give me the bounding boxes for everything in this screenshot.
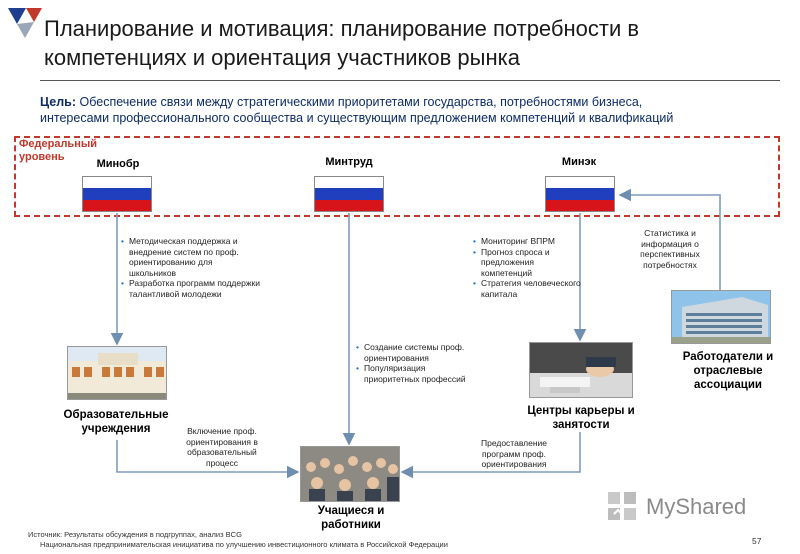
logo-icon bbox=[6, 4, 44, 40]
brand-name: MyShared bbox=[646, 494, 747, 519]
minek-bullet-list: Мониторинг ВПРМ Прогноз спроса и предлож… bbox=[473, 236, 583, 299]
goal-text-1: Обеспечение связи между стратегическими … bbox=[76, 95, 643, 109]
education-label: Образовательные учреждения bbox=[63, 409, 169, 435]
footer-source: Источник: Результаты обсуждения в подгру… bbox=[28, 530, 242, 539]
federal-level-label: Федеральный уровень bbox=[19, 138, 97, 163]
title-line-1: Планирование и мотивация: планирование п… bbox=[44, 16, 640, 41]
students-label: Учащиеся и работники bbox=[317, 505, 385, 531]
goal-statement: Цель: Обеспечение связи между стратегиче… bbox=[40, 94, 785, 126]
myshared-brand: MyShared bbox=[606, 490, 766, 526]
list-item: Создание системы проф. ориентирования bbox=[356, 342, 466, 363]
inclusion-note: Включение проф. ориентирования в образов… bbox=[186, 426, 258, 468]
russia-flag-icon bbox=[82, 176, 152, 212]
ministry-minek-label: Минэк bbox=[561, 156, 597, 168]
statistics-note: Статистика и информация о перспективных … bbox=[640, 228, 700, 270]
list-item: Мониторинг ВПРМ bbox=[473, 236, 583, 247]
ministry-minobr-label: Минобр bbox=[96, 158, 140, 170]
myshared-logo-icon bbox=[608, 492, 636, 520]
page-number: 57 bbox=[752, 536, 762, 546]
russia-flag-icon bbox=[545, 176, 615, 212]
employers-building-image bbox=[671, 290, 771, 344]
arrow-education-students bbox=[116, 440, 300, 479]
ministry-mintrud-label: Минтруд bbox=[325, 156, 373, 168]
careers-label: Центры карьеры и занятости bbox=[527, 405, 635, 431]
title-divider bbox=[40, 80, 780, 81]
minobr-bullet-list: Методическая поддержка и внедрение систе… bbox=[121, 236, 261, 299]
arrow-careers-students bbox=[400, 432, 581, 479]
list-item: Прогноз спроса и предложения компетенций bbox=[473, 247, 583, 279]
footer-initiative: Национальная предпринимательская инициат… bbox=[40, 540, 448, 549]
title-line-2: компетенциях и ориентация участников рын… bbox=[44, 45, 520, 70]
goal-text-2: интересами профессионального сообщества … bbox=[40, 111, 674, 125]
goal-label: Цель: bbox=[40, 95, 77, 109]
list-item: Разработка программ поддержки талантливо… bbox=[121, 278, 261, 299]
list-item: Популяризация приоритетных профессий bbox=[356, 363, 466, 384]
arrow-employers-minek bbox=[618, 188, 721, 290]
provision-note: Предоставление программ проф. ориентиров… bbox=[480, 438, 548, 469]
mintrud-bullet-list: Создание системы проф. ориентирования По… bbox=[356, 342, 466, 384]
list-item: Стратегия человеческого капитала bbox=[473, 278, 583, 299]
students-crowd-image bbox=[300, 446, 400, 502]
russia-flag-icon bbox=[314, 176, 384, 212]
employers-label: Работодатели и отраслевые ассоциации bbox=[682, 351, 774, 391]
list-item: Методическая поддержка и внедрение систе… bbox=[121, 236, 261, 278]
page-title: Планирование и мотивация: планирование п… bbox=[44, 14, 744, 72]
education-building-image bbox=[67, 346, 167, 400]
federal-level-box bbox=[14, 136, 780, 217]
careers-office-image bbox=[529, 342, 633, 398]
